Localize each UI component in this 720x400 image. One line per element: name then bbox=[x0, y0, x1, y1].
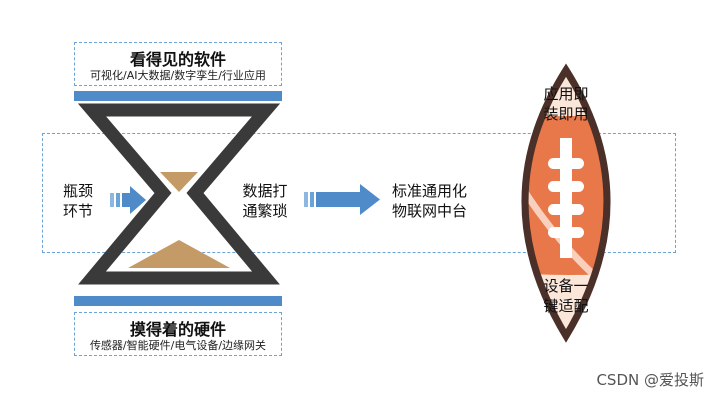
arrow-right-icon-large bbox=[304, 184, 380, 215]
top-bar bbox=[74, 91, 282, 101]
left-label: 瓶颈 环节 bbox=[62, 182, 93, 220]
bottom-title: 摸得着的硬件 bbox=[129, 320, 226, 339]
watermark: CSDN @爱投斯 bbox=[596, 371, 704, 389]
arrow-right-icon-small bbox=[110, 186, 146, 214]
top-title: 看得见的软件 bbox=[129, 50, 226, 69]
ball-top-text: 应用即 装即用 bbox=[543, 85, 589, 123]
middle-label: 数据打 通繁琐 bbox=[242, 182, 288, 220]
sand-top bbox=[160, 172, 198, 192]
hourglass-icon bbox=[77, 103, 281, 285]
top-software-box bbox=[74, 42, 282, 86]
ball-bottom-text: 设备一 键适配 bbox=[543, 277, 589, 315]
bottom-hardware-box bbox=[74, 312, 282, 356]
bottom-bar bbox=[74, 296, 282, 306]
middle-band bbox=[42, 133, 676, 253]
bottom-subtitle: 传感器/智能硬件/电气设备/边缘网关 bbox=[89, 339, 267, 352]
sand-bottom bbox=[128, 240, 230, 268]
top-subtitle: 可视化/AI大数据/数字孪生/行业应用 bbox=[90, 69, 266, 82]
right-label: 标准通用化 物联网中台 bbox=[392, 182, 468, 220]
